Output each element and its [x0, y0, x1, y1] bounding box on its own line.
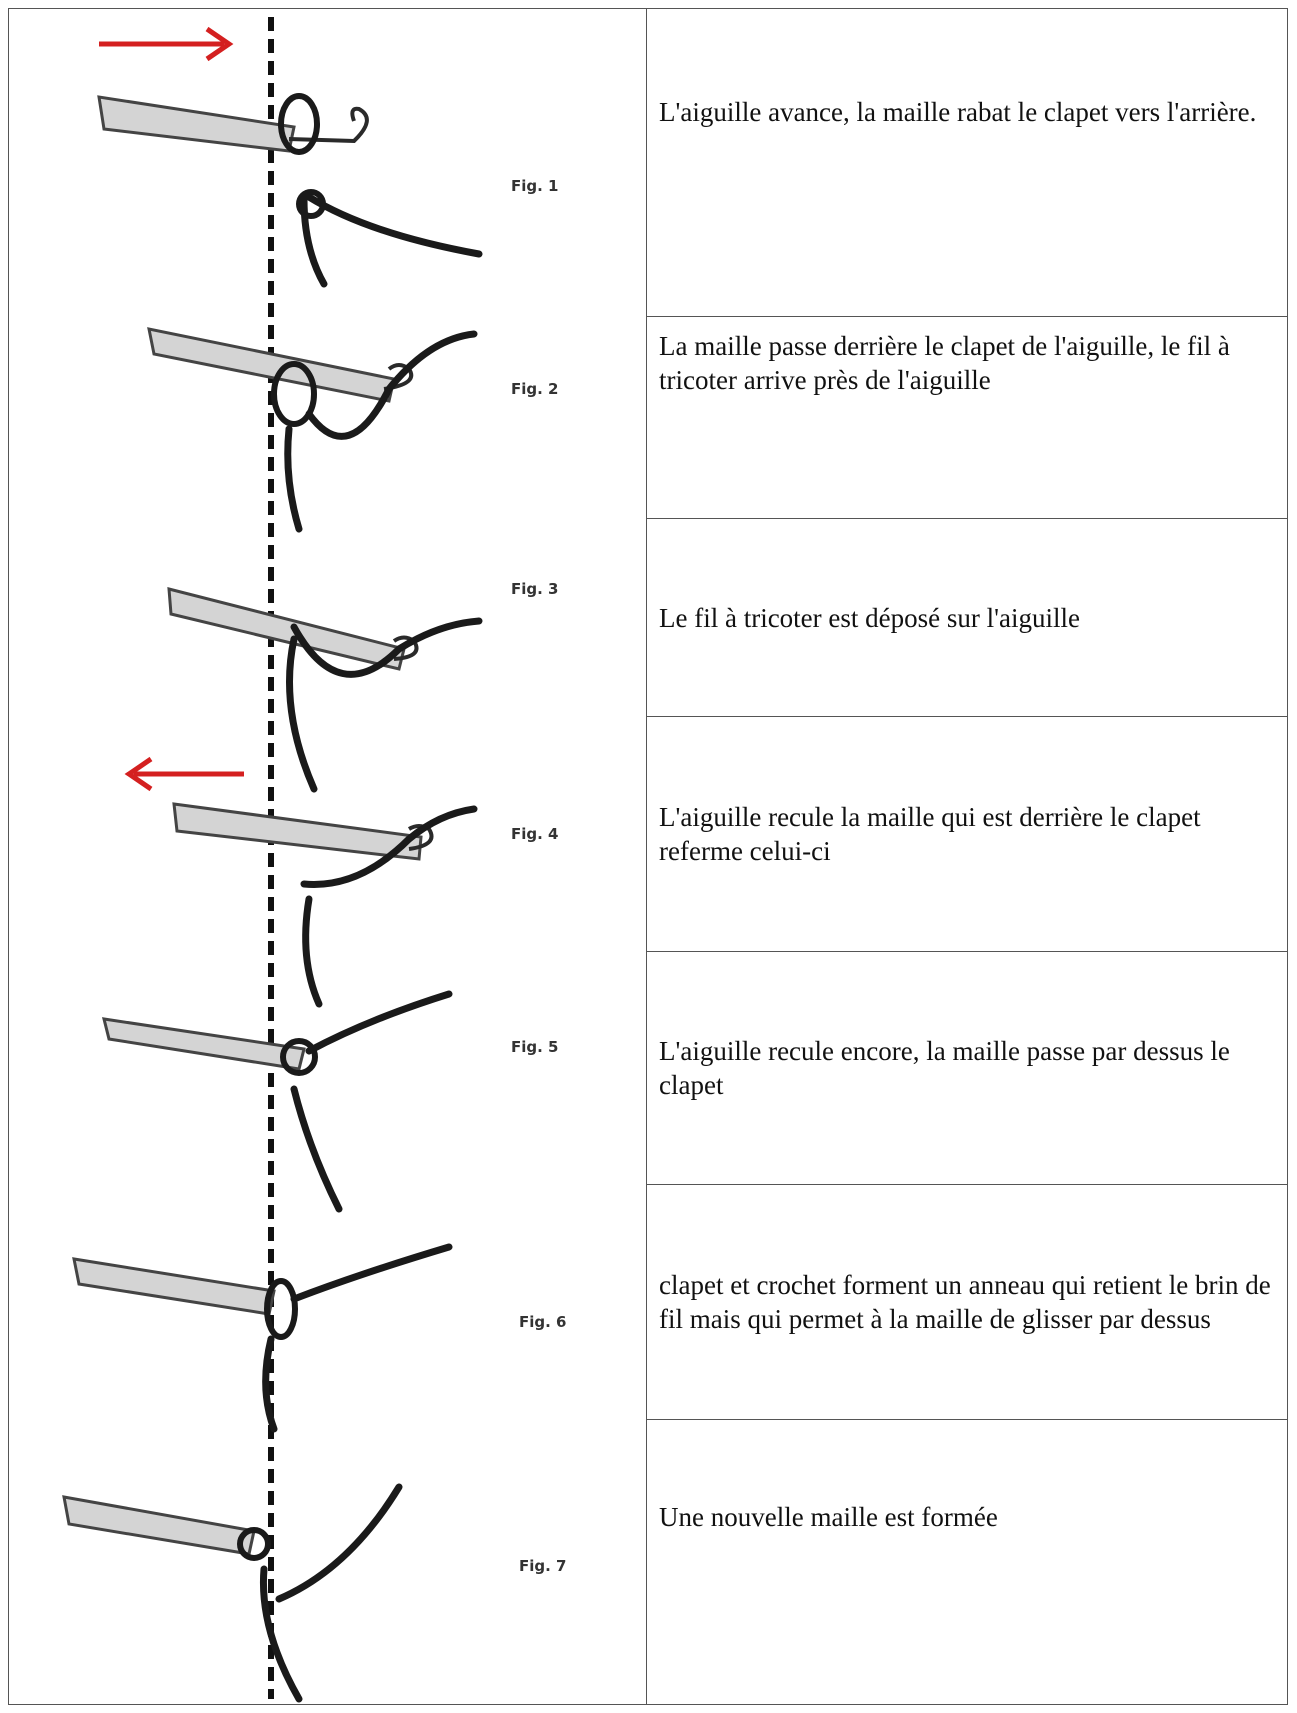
caption-4: L'aiguille recule la maille qui est derr… [659, 802, 1201, 866]
caption-3: Le fil à tricoter est déposé sur l'aigui… [659, 602, 1080, 633]
caption-column: L'aiguille avance, la maille rabat le cl… [647, 9, 1287, 1704]
needle-sequence-drawing: Fig. 1 Fig. 2 Fig. 3 Fig. 4 Fig. 5 Fig. … [62, 17, 566, 1703]
fig-5-drawing [101, 990, 453, 1213]
caption-5: L'aiguille recule encore, la maille pass… [659, 1036, 1230, 1100]
figure-table: Fig. 1 Fig. 2 Fig. 3 Fig. 4 Fig. 5 Fig. … [8, 8, 1288, 1705]
arrow-backward-icon [124, 756, 244, 792]
caption-cell-5: L'aiguille recule encore, la maille pass… [647, 952, 1287, 1185]
knitting-needle-illustration: Fig. 1 Fig. 2 Fig. 3 Fig. 4 Fig. 5 Fig. … [9, 9, 647, 1704]
fig-7-label: Fig. 7 [519, 1557, 566, 1575]
caption-cell-3: Le fil à tricoter est déposé sur l'aigui… [647, 519, 1287, 717]
caption-6: clapet et crochet forment un anneau qui … [659, 1270, 1271, 1334]
caption-cell-6: clapet et crochet forment un anneau qui … [647, 1185, 1287, 1420]
caption-cell-1: L'aiguille avance, la maille rabat le cl… [647, 9, 1287, 317]
fig-5-label: Fig. 5 [511, 1038, 558, 1056]
caption-1: L'aiguille avance, la maille rabat le cl… [659, 97, 1257, 127]
arrow-forward-icon [99, 26, 234, 62]
fig-1-drawing [97, 93, 483, 288]
fig-1-label: Fig. 1 [511, 177, 558, 195]
caption-7: Une nouvelle maille est formée [659, 1502, 998, 1532]
caption-cell-2: La maille passe derrière le clapet de l'… [647, 317, 1287, 519]
caption-cell-7: Une nouvelle maille est formée [647, 1420, 1287, 1706]
fig-2-label: Fig. 2 [511, 380, 558, 398]
caption-cell-4: L'aiguille recule la maille qui est derr… [647, 717, 1287, 952]
fig-7-drawing [62, 1483, 403, 1703]
fig-6-drawing [72, 1243, 453, 1433]
caption-2: La maille passe derrière le clapet de l'… [659, 331, 1230, 395]
fig-3-label: Fig. 3 [511, 580, 558, 598]
fig-6-label: Fig. 6 [519, 1313, 566, 1331]
fig-3-drawing [167, 587, 483, 793]
fig-4-label: Fig. 4 [511, 825, 558, 843]
fig-4-drawing [172, 802, 478, 1008]
fig-2-drawing [147, 327, 478, 533]
